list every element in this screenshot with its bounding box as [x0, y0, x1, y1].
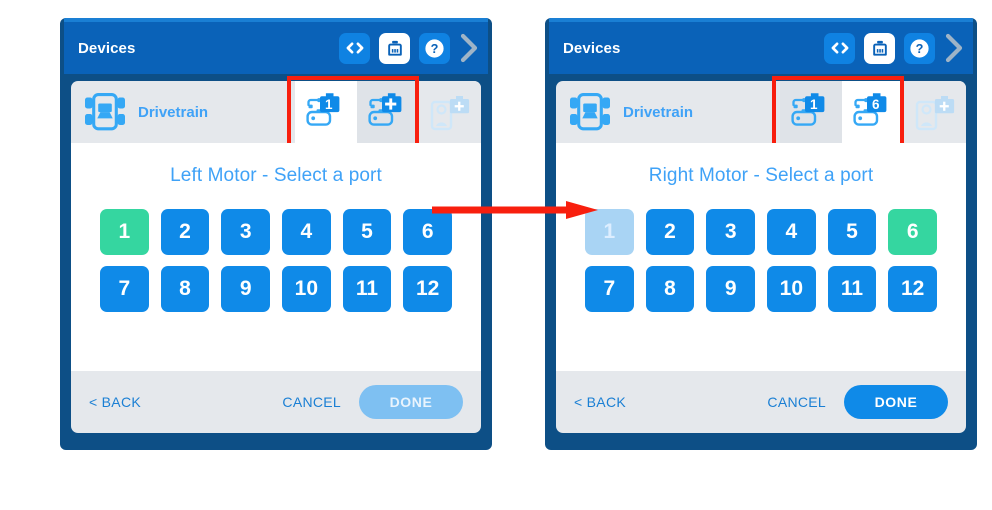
chevron-right-icon[interactable]	[941, 31, 967, 65]
port-button-11[interactable]: 11	[827, 266, 877, 312]
port-button-10[interactable]: 10	[767, 266, 816, 312]
device-chip-group: 1 6	[780, 81, 966, 143]
done-button: DONE	[359, 385, 463, 419]
sensor-chip-add[interactable]	[904, 81, 966, 143]
right-panel: Devices ? Drivetrain 1 6	[545, 18, 977, 450]
port-button-3[interactable]: 3	[221, 209, 270, 255]
panel-top-strip	[549, 18, 973, 23]
panel-top-strip	[64, 18, 488, 23]
done-button[interactable]: DONE	[844, 385, 948, 419]
port-button-9[interactable]: 9	[706, 266, 755, 312]
motor-chip-right[interactable]: 6	[842, 81, 904, 143]
drivetrain-icon	[84, 92, 126, 132]
titlebar: Devices ?	[64, 22, 488, 74]
port-button-4[interactable]: 4	[282, 209, 331, 255]
left-panel: Devices ? Drivetrain 1	[60, 18, 492, 450]
cancel-button[interactable]: CANCEL	[282, 394, 341, 410]
port-button-6[interactable]: 6	[888, 209, 937, 255]
port-button-12[interactable]: 12	[888, 266, 937, 312]
port-button-12[interactable]: 12	[403, 266, 452, 312]
code-icon[interactable]	[824, 32, 855, 64]
device-port-icon[interactable]	[864, 32, 895, 64]
device-label: Drivetrain	[138, 103, 209, 121]
device-port-icon[interactable]	[379, 32, 410, 64]
panel-footer: < BACK CANCEL DONE	[556, 371, 966, 433]
port-button-7[interactable]: 7	[100, 266, 149, 312]
back-button[interactable]: < BACK	[89, 394, 141, 410]
svg-text:1: 1	[810, 97, 818, 112]
motor-chip-left[interactable]: 1	[295, 81, 357, 143]
page-title: Devices	[563, 39, 621, 57]
port-button-8[interactable]: 8	[160, 266, 210, 312]
port-button-11[interactable]: 11	[342, 266, 392, 312]
svg-text:?: ?	[916, 42, 924, 56]
device-chip-group: 1	[295, 81, 481, 143]
svg-text:1: 1	[325, 97, 333, 112]
port-button-9[interactable]: 9	[221, 266, 270, 312]
motor-chip-left[interactable]: 1	[780, 81, 842, 143]
cancel-button[interactable]: CANCEL	[767, 394, 826, 410]
titlebar: Devices ?	[549, 22, 973, 74]
port-button-4[interactable]: 4	[767, 209, 816, 255]
port-button-3[interactable]: 3	[706, 209, 755, 255]
port-button-1: 1	[585, 209, 634, 255]
chevron-right-icon[interactable]	[456, 31, 482, 65]
port-button-8[interactable]: 8	[645, 266, 695, 312]
motor-chip-add[interactable]	[357, 81, 419, 143]
svg-text:?: ?	[431, 42, 439, 56]
port-button-5[interactable]: 5	[342, 209, 392, 255]
device-row-wrap: Drivetrain 1 6	[549, 74, 973, 148]
device-label: Drivetrain	[623, 103, 694, 121]
port-button-2[interactable]: 2	[645, 209, 695, 255]
titlebar-icon-group: ?	[824, 32, 935, 64]
panel-footer: < BACK CANCEL DONE	[71, 371, 481, 433]
help-icon[interactable]: ?	[904, 32, 935, 64]
device-row: Drivetrain 1 6	[556, 81, 966, 143]
svg-text:6: 6	[872, 97, 880, 112]
titlebar-icon-group: ?	[339, 32, 450, 64]
help-icon[interactable]: ?	[419, 32, 450, 64]
body-title: Right Motor - Select a port	[648, 165, 874, 186]
port-button-10[interactable]: 10	[282, 266, 331, 312]
port-button-2[interactable]: 2	[160, 209, 210, 255]
device-row-wrap: Drivetrain 1	[64, 74, 488, 148]
port-button-6[interactable]: 6	[403, 209, 452, 255]
device-row: Drivetrain 1	[71, 81, 481, 143]
body-title: Left Motor - Select a port	[170, 165, 382, 186]
sensor-chip-add[interactable]	[419, 81, 481, 143]
port-button-7[interactable]: 7	[585, 266, 634, 312]
code-icon[interactable]	[339, 32, 370, 64]
drivetrain-icon	[569, 92, 611, 132]
port-button-5[interactable]: 5	[827, 209, 877, 255]
back-button[interactable]: < BACK	[574, 394, 626, 410]
page-title: Devices	[78, 39, 136, 57]
red-arrow-right	[432, 201, 598, 219]
port-button-1[interactable]: 1	[100, 209, 149, 255]
